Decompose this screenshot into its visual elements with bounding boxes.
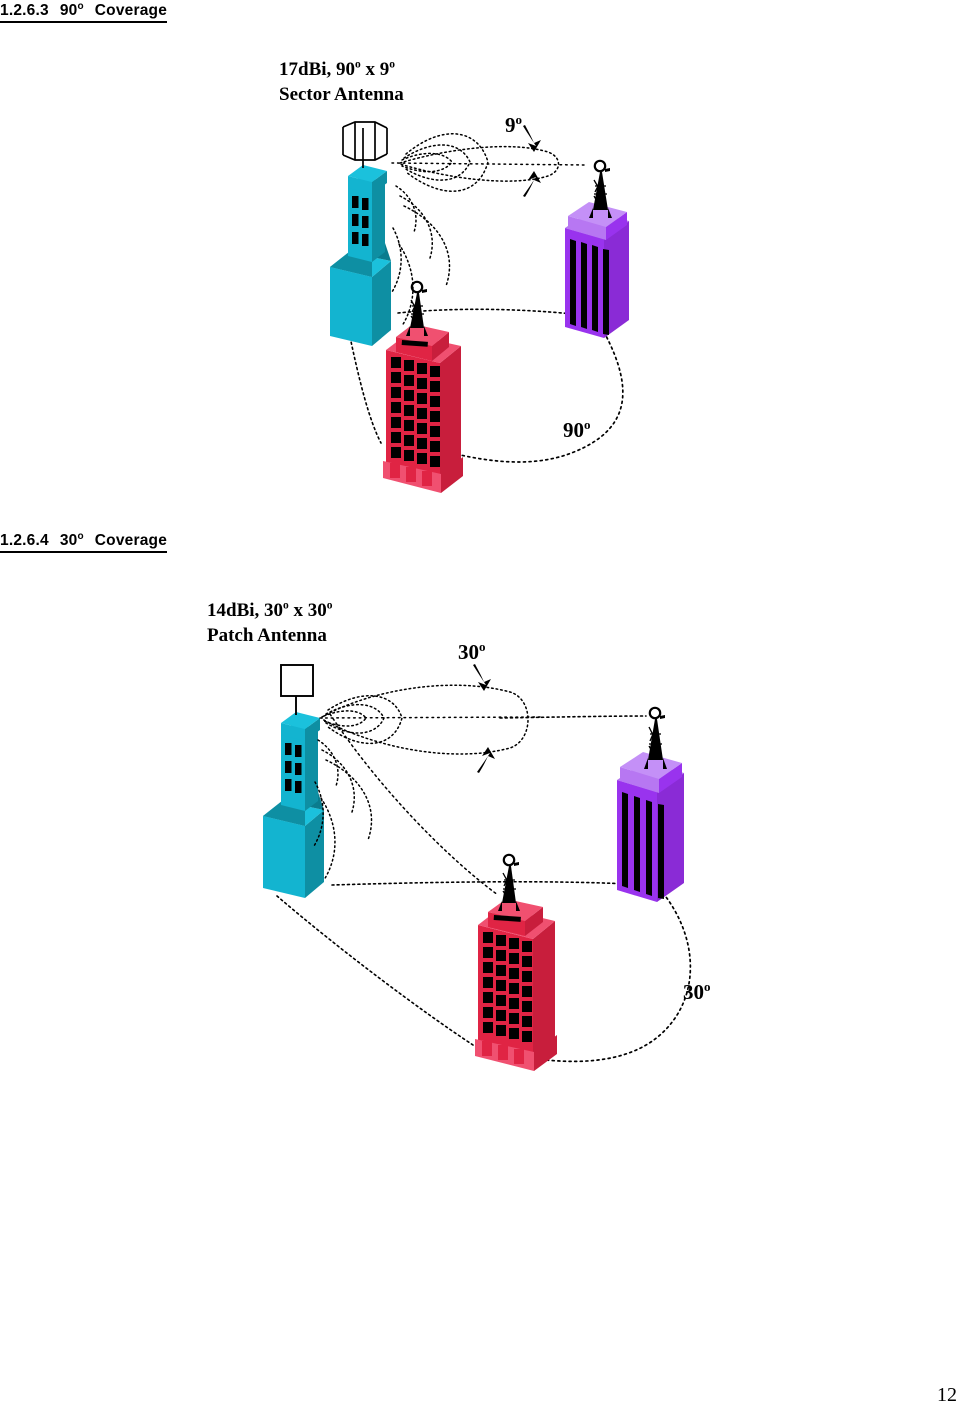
patch-antenna-caption-line1: 14dBi, 30o x 30o (207, 598, 333, 623)
square-patch-antenna (280, 664, 314, 715)
section-title: Coverage (94, 2, 168, 19)
caption-mid: x 30 (288, 600, 327, 621)
red-building-windows (391, 357, 440, 467)
beam-angle-degree: o (479, 639, 486, 654)
beam-angle-label-30deg: 30o (458, 640, 486, 665)
boresight-to-purple-mast (499, 715, 647, 719)
caption-sup-2: o (326, 599, 333, 612)
link-cyan-to-red (348, 331, 382, 444)
arc-angle-degree: o (704, 979, 711, 994)
red-receiver-building-90 (383, 324, 463, 493)
degree-symbol: o (77, 530, 84, 542)
red-building-mast-30 (498, 853, 520, 911)
beamwidth-arrows-90 (523, 125, 541, 197)
link-lines-30 (276, 715, 647, 1046)
link-lines-90 (348, 308, 593, 444)
purple-building-fins (570, 239, 609, 335)
arc-angle-value: 30 (683, 980, 704, 1004)
section-title: Coverage (94, 532, 168, 549)
beam-angle-value: 30 (458, 640, 479, 664)
section-heading-30-coverage: 1.2.6.4 30o Coverage (0, 530, 168, 553)
cyan-transmitter-building-90 (330, 165, 391, 346)
section-number: 1.2.6.3 (0, 2, 49, 19)
radiation-pattern-90 (391, 133, 586, 327)
caption-sup-1: o (355, 58, 361, 71)
degree-symbol: o (77, 0, 84, 12)
red-building-windows-30 (483, 932, 532, 1042)
purple-building-mast-90 (589, 159, 612, 218)
cyan-transmitter-building-30 (263, 712, 324, 898)
caption-sup-1: o (283, 599, 289, 612)
red-building-base-arches-30 (482, 1041, 524, 1064)
section-angle: 30 (59, 532, 78, 549)
sector-panel-antenna (342, 121, 388, 168)
coverage-arc-30 (499, 892, 692, 1063)
page-number: 12 (937, 1384, 957, 1406)
caption-gain-angle: 17dBi, 90 (279, 59, 356, 80)
purple-building-mast-30 (644, 706, 667, 769)
purple-building-fins-30 (622, 792, 664, 899)
arc-angle-value: 90 (563, 418, 584, 442)
cyan-building-windows (352, 196, 369, 246)
cyan-building-windows-30 (285, 743, 302, 793)
red-building-roof-slot-30 (493, 915, 521, 922)
arc-angle-label-30deg: 30o (683, 980, 711, 1005)
arc-angle-label-90deg: 90o (563, 418, 591, 443)
link-cyan-to-red-30 (276, 895, 474, 1046)
red-building-roof-slot (401, 340, 428, 347)
red-receiver-building-30 (475, 899, 557, 1071)
section-number: 1.2.6.4 (0, 532, 49, 549)
red-building-mast-90 (406, 280, 428, 336)
red-building-base-arches (390, 463, 432, 486)
caption-gain-angle: 14dBi, 30 (207, 600, 284, 621)
caption-mid: x 9 (360, 59, 390, 80)
link-red-to-purple (397, 308, 593, 317)
section-angle: 90 (59, 2, 78, 19)
sector-antenna-caption: 17dBi, 90o x 9o Sector Antenna (279, 57, 404, 108)
purple-receiver-building-90 (565, 202, 629, 338)
beam-angle-degree: o (515, 112, 523, 127)
link-cyan-to-purple-30 (331, 880, 629, 886)
radiation-pattern-30 (313, 684, 541, 896)
patch-antenna-caption: 14dBi, 30o x 30o Patch Antenna (207, 598, 333, 649)
sector-antenna-caption-line2: Sector Antenna (279, 84, 404, 106)
sector-antenna-caption-line1: 17dBi, 90o x 9o (279, 57, 404, 82)
beam-angle-label-9deg: 9o (505, 113, 522, 138)
purple-receiver-building-30 (617, 752, 684, 902)
caption-sup-2: o (389, 58, 396, 71)
patch-antenna-plate (280, 664, 314, 697)
beamwidth-arrows-30 (473, 664, 495, 773)
arc-angle-degree: o (584, 417, 591, 432)
patch-antenna-caption-line2: Patch Antenna (207, 625, 327, 647)
section-heading-90-coverage: 1.2.6.3 90o Coverage (0, 0, 168, 23)
beam-angle-value: 9 (505, 113, 516, 137)
